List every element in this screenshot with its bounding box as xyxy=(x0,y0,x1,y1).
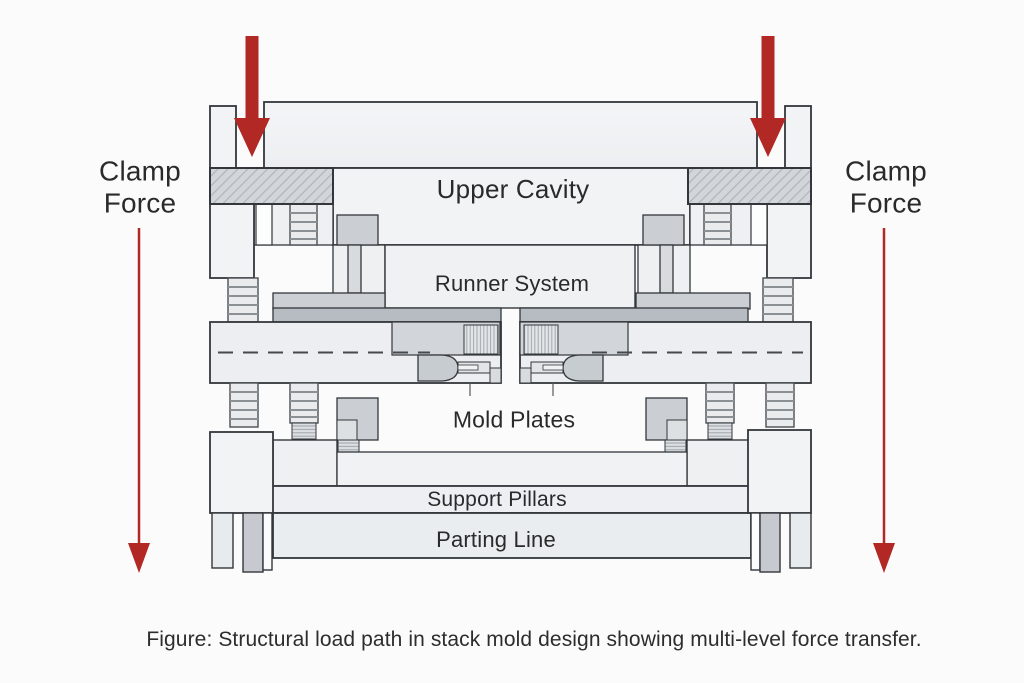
threaded-collar-left xyxy=(291,422,317,440)
lower-column-right xyxy=(747,429,812,514)
hot-runner-nozzle-right xyxy=(519,354,604,396)
bottom-feet-right xyxy=(750,512,812,573)
upper-cavity-label: Upper Cavity xyxy=(436,173,590,204)
cavity-support-left xyxy=(272,214,386,310)
lower-column-left xyxy=(209,431,274,514)
clamp-force-arrow-top-right-icon xyxy=(750,36,786,157)
figure-caption: Figure: Structural load path in stack mo… xyxy=(146,628,922,651)
spring-coil xyxy=(705,382,735,424)
lower-mid-block-right xyxy=(686,439,751,487)
spring-coil xyxy=(703,203,732,246)
clamp-plate-hatched-right xyxy=(687,167,812,205)
outer-column-top-left xyxy=(209,105,237,169)
runner-block xyxy=(384,244,636,309)
clamp-force-arrow-top-left-icon xyxy=(234,36,270,157)
upper-cavity-plate xyxy=(332,167,691,246)
guide-column-mid-left xyxy=(209,203,255,279)
spring-coil xyxy=(229,382,259,428)
spring-coil xyxy=(289,203,318,246)
bottom-feet-left xyxy=(211,512,273,573)
ribbed-insert-left xyxy=(463,324,499,355)
clamp-force-label-left: Clamp Force xyxy=(99,155,181,219)
tie-bar-slot-left xyxy=(255,203,273,246)
mold-cross-section xyxy=(209,101,812,573)
manifold-band-right xyxy=(519,307,749,323)
mold-plates-label: Mold Plates xyxy=(452,406,576,433)
load-path-arrow-left-icon xyxy=(128,228,150,573)
clamp-force-label-right: Clamp Force xyxy=(845,155,927,219)
parting-line-label: Parting Line xyxy=(436,527,556,553)
top-plate xyxy=(263,101,758,169)
threaded-collar-right xyxy=(707,422,733,440)
spring-coil xyxy=(762,277,794,323)
support-pillars-label: Support Pillars xyxy=(427,487,567,511)
load-path-arrow-right-icon xyxy=(873,228,895,573)
ejector-band xyxy=(336,451,688,487)
guide-column-mid-right xyxy=(766,203,812,279)
spring-coil xyxy=(765,382,795,428)
cavity-support-right xyxy=(635,214,751,310)
runner-system-label: Runner System xyxy=(434,271,590,297)
hot-runner-nozzle-left xyxy=(417,354,502,396)
lower-mid-block-left xyxy=(272,439,338,487)
ribbed-insert-right xyxy=(523,324,559,355)
tie-bar-slot-right xyxy=(750,203,768,246)
spring-coil xyxy=(289,382,319,424)
parting-line-band xyxy=(272,512,752,559)
spring-coil xyxy=(227,277,259,323)
manifold-band-left xyxy=(272,307,502,323)
clamp-plate-hatched-left xyxy=(209,167,334,205)
outer-column-top-right xyxy=(784,105,812,169)
